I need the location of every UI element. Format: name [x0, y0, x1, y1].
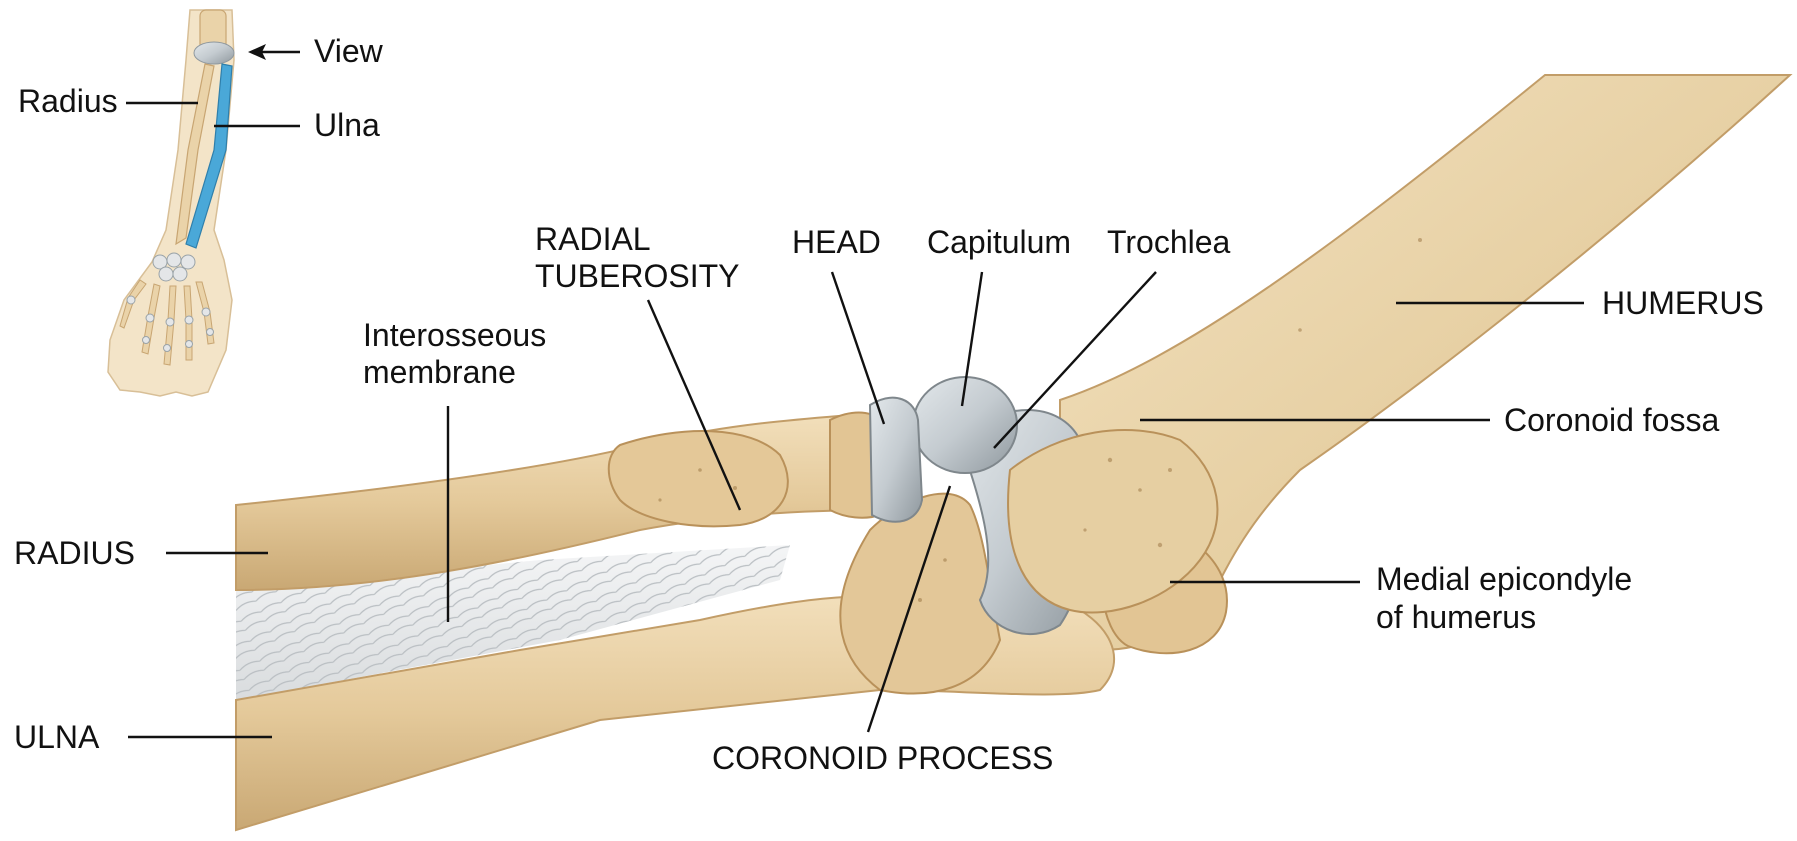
coronoid-process-label: CORONOID PROCESS [712, 740, 1053, 776]
inset-radius-label: Radius [18, 83, 118, 119]
radial-head-cartilage [870, 398, 922, 522]
radial-tuberosity-shape [609, 431, 788, 526]
coronoid-fossa-label: Coronoid fossa [1504, 402, 1719, 438]
elbow-illustration [236, 75, 1790, 830]
inset-elbow-joint [194, 42, 234, 64]
ulna-label: ULNA [14, 719, 100, 755]
radial-tuberosity-label-line2: TUBEROSITY [535, 258, 739, 294]
radius-label: RADIUS [14, 535, 135, 571]
inset-forearm-illustration: View Radius Ulna [18, 10, 384, 396]
coronoid-process-shape [840, 494, 1000, 694]
trochlea-label: Trochlea [1107, 224, 1231, 260]
medial-epicondyle-label-line1: Medial epicondyle [1376, 561, 1632, 597]
interosseous-label-line1: Interosseous [363, 317, 546, 353]
interosseous-label-line2: membrane [363, 354, 516, 390]
inset-view-label: View [314, 33, 384, 69]
radial-tuberosity-label-line1: RADIAL [535, 221, 651, 257]
head-label: HEAD [792, 224, 881, 260]
medial-epicondyle-label-line2: of humerus [1376, 599, 1536, 635]
capitulum-label: Capitulum [927, 224, 1071, 260]
head-leader [832, 272, 884, 424]
inset-ulna-label: Ulna [314, 107, 380, 143]
humerus-label: HUMERUS [1602, 285, 1764, 321]
